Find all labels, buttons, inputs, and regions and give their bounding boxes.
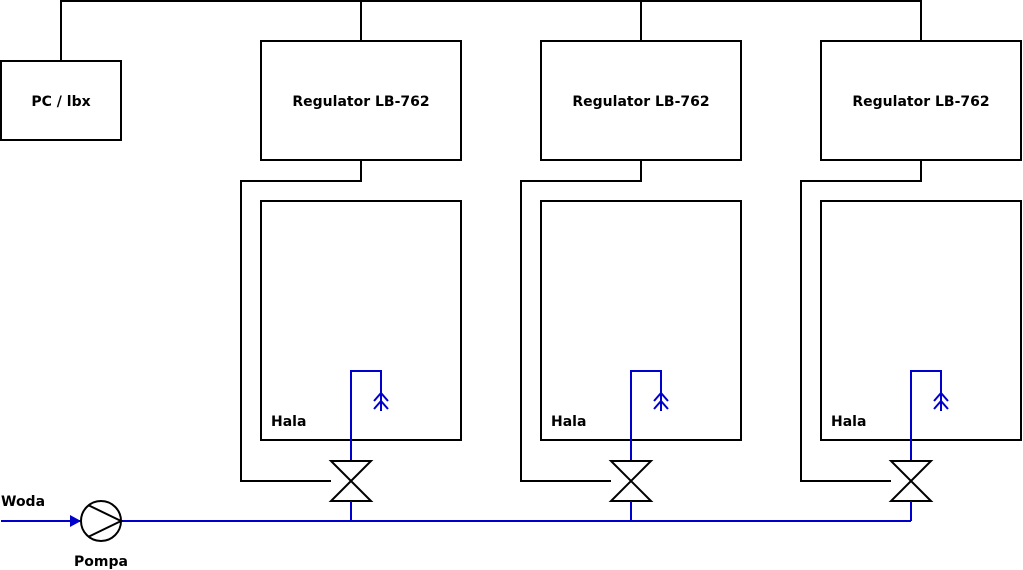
hall-1 (260, 200, 462, 441)
heater-pipe-2 (630, 370, 662, 461)
regulator-2-label: Regulator LB-762 (572, 94, 709, 110)
hall-3-label: Hala (831, 414, 866, 430)
hall-2-label: Hala (551, 414, 586, 430)
pump-icon (80, 500, 124, 542)
control-line-3 (800, 160, 922, 482)
water-label: Woda (1, 494, 45, 510)
control-line-1 (240, 160, 362, 482)
heater-outlet-icon-3 (933, 391, 949, 410)
control-line-2 (520, 160, 642, 482)
heater-pipe-3 (910, 370, 942, 461)
regulator-1 (260, 40, 462, 161)
regulator-3-label: Regulator LB-762 (852, 94, 989, 110)
unit-1: Regulator LB-762 Hala (240, 40, 462, 521)
valve-icon-2 (608, 460, 654, 502)
unit-2: Regulator LB-762 Hala (520, 40, 742, 521)
regulator-2 (540, 40, 742, 161)
hall-1-label: Hala (271, 414, 306, 430)
valve-icon-1 (328, 460, 374, 502)
unit-3: Regulator LB-762 Hala (800, 40, 1022, 521)
hall-3 (820, 200, 1022, 441)
valve-icon-3 (888, 460, 934, 502)
control-bus (60, 0, 922, 61)
pc-label: PC / lbx (31, 94, 90, 110)
regulator-3 (820, 40, 1022, 161)
pc-node: PC / lbx (0, 60, 122, 141)
regulator-1-label: Regulator LB-762 (292, 94, 429, 110)
heater-pipe-1 (350, 370, 382, 461)
heater-outlet-icon-1 (373, 391, 389, 410)
pump-label: Pompa (74, 554, 128, 570)
water-inlet-arrow-icon (70, 515, 81, 527)
hall-2 (540, 200, 742, 441)
heater-outlet-icon-2 (653, 391, 669, 410)
